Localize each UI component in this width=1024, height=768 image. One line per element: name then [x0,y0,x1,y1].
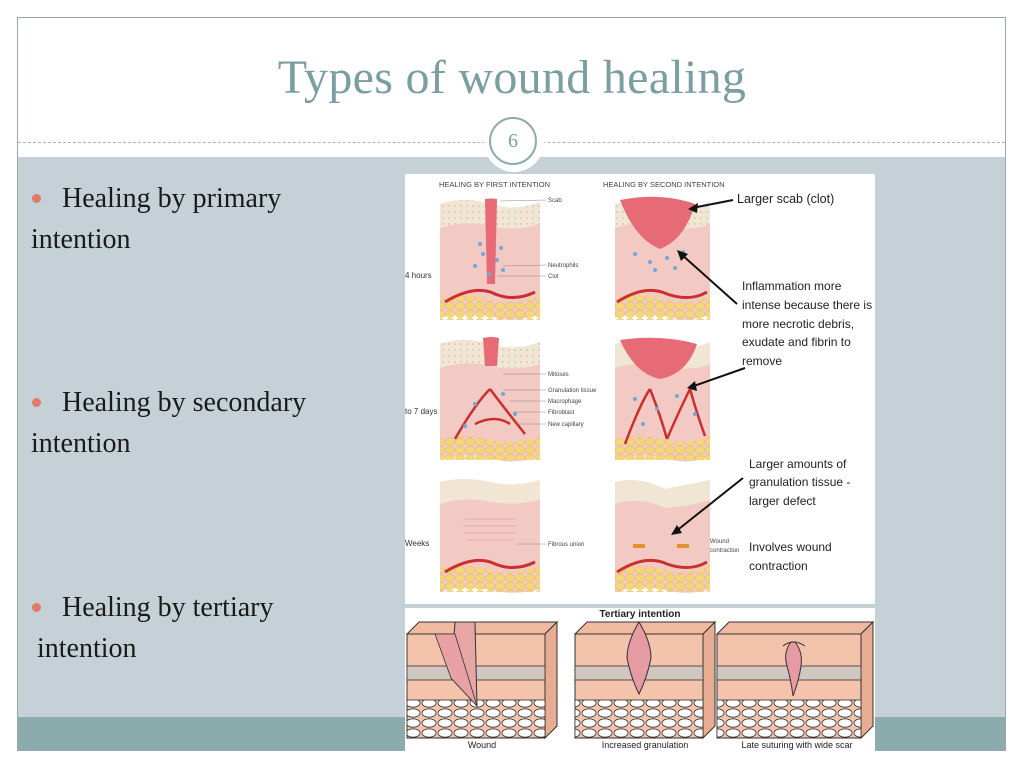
small-label: Clot [548,274,559,280]
skin-block-first-2 [440,337,540,462]
tertiary-block-granulation [573,620,717,740]
callout-contraction-line: contraction [749,559,808,573]
small-label: Wound [710,539,729,545]
small-label: Macrophage [548,399,582,405]
callout-inflammation-line: intense because there is [742,298,872,312]
tertiary-caption: Increased granulation [602,740,689,750]
bullet-dot [32,603,41,612]
small-label: Fibroblast [548,410,575,416]
bullet-tertiary-line1: Healing by tertiary [62,592,274,623]
slide-title: Types of wound healing [277,51,747,104]
skin-block-second-1 [615,196,710,320]
callout-inflammation-line: more necrotic debris, [742,317,854,331]
callout-granulation-line: Larger amounts of [749,457,847,471]
tertiary-intention-figure: Tertiary intention Wound Increased granu… [405,608,875,751]
page-number: 6 [489,117,537,165]
healing-diagram: HEALING BY FIRST INTENTION HEALING BY SE… [405,180,872,593]
heading-first-intention: HEALING BY FIRST INTENTION [439,180,550,189]
small-label: Mitoses [548,372,569,378]
tertiary-block-suturing [715,620,875,740]
callout-inflammation-line: exudate and fibrin to [742,335,851,349]
callout-contraction-line: Involves wound [749,540,832,554]
healing-intention-figure: HEALING BY FIRST INTENTION HEALING BY SE… [405,174,875,604]
small-label: contraction [710,548,739,554]
small-label: Scab [548,198,562,204]
skin-block-second-3 [615,480,710,593]
skin-block-first-1 [440,198,540,320]
bullet-dot [32,398,41,407]
callout-granulation-line: larger defect [749,494,816,508]
callout-scab: Larger scab (clot) [737,192,834,206]
bullet-primary-line1: Healing by primary [62,183,282,214]
time-label: to 7 days [405,407,437,416]
small-label: Granulation tissue [548,388,597,394]
callout-granulation-line: granulation tissue - [749,475,850,489]
callout-inflammation-line: remove [742,354,782,368]
heading-second-intention: HEALING BY SECOND INTENTION [603,180,725,189]
small-label: Fibrous union [548,542,584,548]
skin-block-second-2 [615,337,710,462]
tertiary-caption: Late suturing with wide scar [741,740,852,750]
time-label: Weeks [405,539,429,548]
bullet-secondary-line1: Healing by secondary [62,387,307,418]
time-label: 4 hours [405,271,432,280]
tertiary-block-wound [405,620,559,740]
skin-block-first-3 [440,479,540,593]
bullet-secondary-line2: intention [31,428,131,459]
small-label: Neutrophils [548,263,578,269]
small-label: New capillary [548,422,584,428]
tertiary-diagram: Tertiary intention Wound Increased granu… [405,609,875,750]
tertiary-heading: Tertiary intention [600,609,681,620]
bullet-dot [32,194,41,203]
bullet-primary-line2: intention [31,224,131,255]
callout-inflammation-line: Inflammation more [742,279,842,293]
bullet-tertiary-line2: intention [37,633,137,664]
tertiary-caption: Wound [468,740,496,750]
